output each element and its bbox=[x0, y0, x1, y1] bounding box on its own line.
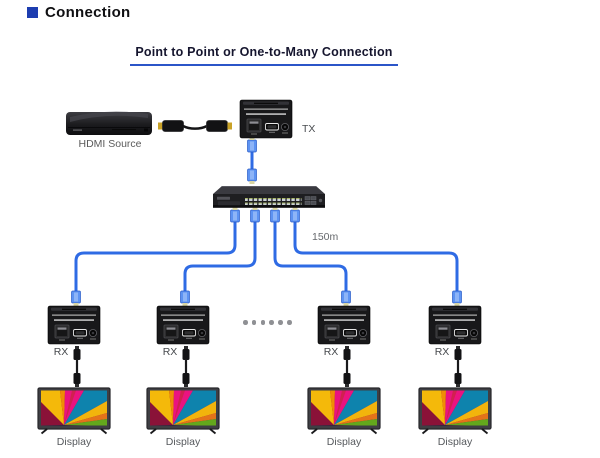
rx-extender-2 bbox=[156, 305, 210, 345]
rj45-plug-icon bbox=[247, 136, 257, 153]
display-label-4: Display bbox=[437, 436, 473, 448]
rj45-plug-icon bbox=[341, 290, 351, 307]
ethernet-cables bbox=[71, 136, 462, 307]
network-switch bbox=[213, 186, 325, 208]
rj45-plug-icon bbox=[290, 206, 300, 223]
display-tv-3 bbox=[308, 388, 380, 434]
rx-extender-3 bbox=[317, 305, 371, 345]
ellipsis-dot bbox=[260, 320, 266, 325]
section-bullet-icon bbox=[27, 7, 38, 18]
rx-extender-1 bbox=[47, 305, 101, 345]
hdmi-source-player bbox=[66, 111, 152, 135]
ellipsis-dot bbox=[269, 320, 274, 325]
rx-label-2: RX bbox=[162, 346, 178, 358]
section-title: Connection bbox=[45, 4, 131, 21]
cable-switch-to-rx3 bbox=[273, 221, 348, 292]
ellipsis-dot bbox=[251, 320, 257, 325]
hdmi-source-label: HDMI Source bbox=[78, 138, 142, 150]
ellipsis-dots bbox=[243, 320, 292, 325]
rx-extender-4 bbox=[428, 305, 482, 345]
rx-label-1: RX bbox=[53, 346, 69, 358]
rj45-plug-icon bbox=[250, 206, 260, 223]
display-label-3: Display bbox=[326, 436, 362, 448]
cable-switch-to-rx4 bbox=[293, 221, 459, 292]
display-tv-2 bbox=[147, 388, 219, 434]
rj45-plug-icon bbox=[180, 290, 190, 307]
rx-label-4: RX bbox=[434, 346, 450, 358]
cable-switch-to-rx2 bbox=[183, 221, 257, 292]
display-tv-4 bbox=[419, 388, 491, 434]
distance-label: 150m bbox=[312, 231, 339, 243]
ellipsis-dot bbox=[243, 320, 248, 325]
display-label-1: Display bbox=[56, 436, 92, 448]
diagram-title: Point to Point or One-to-Many Connection bbox=[130, 45, 398, 66]
ellipsis-dot bbox=[286, 320, 292, 325]
display-tv-1 bbox=[38, 388, 110, 434]
rj45-plug-icon bbox=[71, 290, 81, 307]
cable-switch-to-rx1 bbox=[74, 221, 237, 292]
ellipsis-dot bbox=[278, 320, 283, 325]
hdmi-cable bbox=[158, 120, 232, 132]
tx-extender bbox=[239, 99, 293, 139]
display-label-2: Display bbox=[165, 436, 201, 448]
section-header: Connection bbox=[27, 4, 131, 21]
rj45-plug-icon bbox=[452, 290, 462, 307]
rj45-plug-icon bbox=[230, 206, 240, 223]
rx-label-3: RX bbox=[323, 346, 339, 358]
tx-label: TX bbox=[302, 123, 316, 135]
rj45-plug-icon bbox=[270, 206, 280, 223]
rj45-plug-icon bbox=[247, 168, 257, 185]
